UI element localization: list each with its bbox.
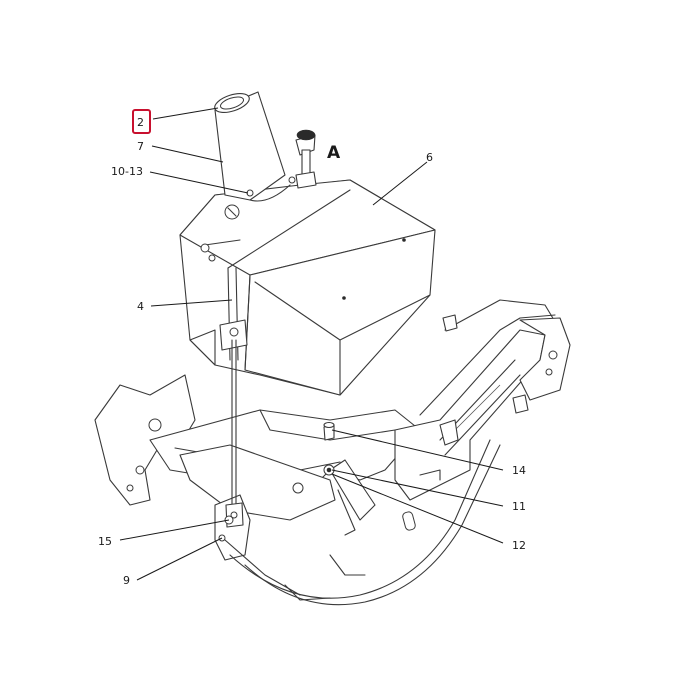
fuel-tank: [179, 179, 436, 396]
callout-12: 12: [512, 539, 526, 552]
hardware-11-12: [323, 464, 335, 476]
callout-14: 14: [512, 464, 526, 477]
callout-7: 7: [137, 140, 144, 153]
callout-labels: 2 7 10-13 6 A 4 14 11 12 15 9: [98, 109, 526, 587]
view-a-label: A: [327, 143, 341, 163]
callout-11: 11: [512, 500, 526, 513]
hardware-14: [323, 421, 335, 441]
callout-15: 15: [98, 535, 112, 548]
callout-6: 6: [426, 151, 433, 164]
callout-4: 4: [137, 300, 144, 313]
filler-cap: [288, 129, 317, 189]
leader-lines: [119, 107, 504, 581]
callout-2: 2: [137, 116, 144, 129]
filler-neck-assembly: [214, 91, 317, 202]
callout-10-13: 10-13: [111, 165, 143, 178]
highlight-box: [132, 109, 151, 134]
callout-9: 9: [123, 574, 130, 587]
